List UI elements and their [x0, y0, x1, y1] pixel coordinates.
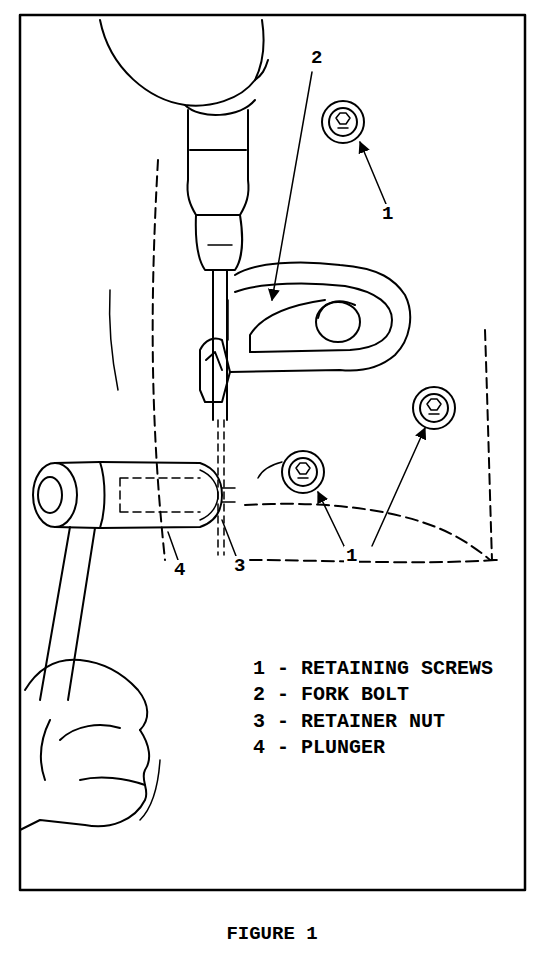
- figure-caption: FIGURE 1: [226, 923, 317, 945]
- plunger: [120, 478, 200, 512]
- callout-number: 1: [380, 204, 395, 225]
- panel-edge: [250, 560, 495, 562]
- wrench: [33, 462, 235, 700]
- key-entry: 3 - RETAINER NUT: [253, 710, 544, 733]
- callout-number: 2: [309, 48, 324, 69]
- screwdriver: [187, 110, 248, 555]
- panel-edge: [109, 290, 118, 390]
- panel-edge: [153, 160, 165, 560]
- key-entry: 1 - RETAINING SCREWS: [253, 657, 544, 680]
- callout-number: 3: [232, 556, 247, 577]
- upper-hand: [100, 20, 268, 115]
- key-entry: 4 - PLUNGER: [253, 736, 544, 759]
- retaining-screw: [413, 387, 455, 429]
- panel-edge: [245, 504, 500, 560]
- leader-line: [168, 72, 425, 560]
- fork-bolt: [200, 262, 410, 402]
- key-entry: 2 - FORK BOLT: [253, 683, 544, 706]
- panel-edge: [485, 330, 492, 560]
- retaining-screw: [258, 451, 324, 493]
- callout-number: 4: [172, 560, 187, 581]
- callout-number: 1: [344, 546, 359, 567]
- lower-hand: [20, 660, 160, 830]
- retaining-screw: [322, 101, 364, 143]
